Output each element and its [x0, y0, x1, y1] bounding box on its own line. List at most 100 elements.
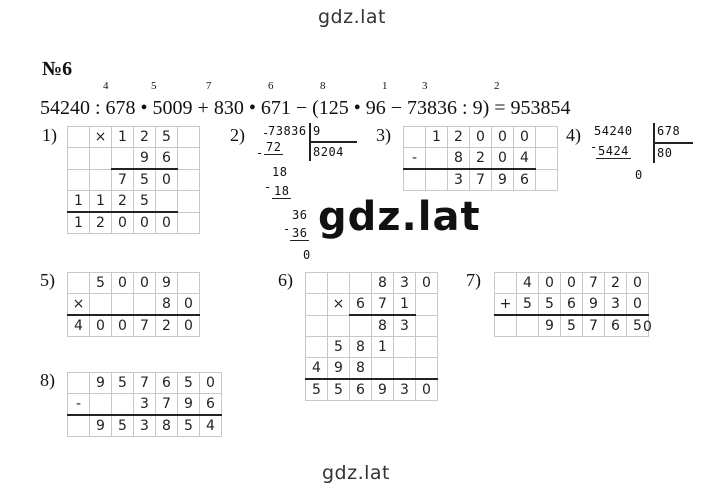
- divisor-underline: [309, 141, 357, 143]
- grid-cell: [89, 168, 112, 191]
- grid-cell: [535, 147, 558, 170]
- grid-cell: 7: [469, 168, 492, 191]
- grid-cell: 0: [111, 272, 134, 294]
- grid-cell: 7: [582, 314, 605, 337]
- order-mark: 1: [382, 80, 388, 92]
- grid-cell: 3: [604, 293, 627, 316]
- grid-cell: 8: [349, 357, 372, 380]
- op-sign: -: [67, 393, 90, 416]
- grid-cell: 6: [604, 314, 627, 337]
- grid-cell: 8: [155, 414, 178, 437]
- grid-cell: 5: [111, 372, 134, 394]
- op-sign: ×: [67, 293, 90, 316]
- grid-cell: [425, 168, 448, 191]
- grid-cell: [177, 147, 200, 170]
- minus-sign: -: [283, 222, 291, 236]
- divisor: 678: [657, 124, 681, 138]
- grid-cell: 5: [89, 272, 112, 294]
- grid-cell: 1: [371, 336, 394, 358]
- grid-cell: 0: [560, 272, 583, 294]
- partial-product: 36: [290, 226, 310, 241]
- op-sign: +: [494, 293, 517, 316]
- grid-cell: 4: [516, 272, 539, 294]
- grid-cell: 5: [177, 414, 200, 437]
- grid-cell: [177, 126, 200, 148]
- grid-cell: 5: [516, 293, 539, 316]
- step-label-3: 3): [376, 125, 391, 145]
- grid-cell: 1: [393, 293, 416, 316]
- grid-cell: 9: [538, 314, 561, 337]
- grid-cell: 2: [133, 126, 156, 148]
- grid-cell: 0: [491, 147, 514, 170]
- grid-cell: 7: [133, 372, 156, 394]
- grid-cell: [305, 272, 328, 294]
- grid-cell: 5: [327, 336, 350, 358]
- grid-cell: 9: [133, 147, 156, 170]
- grid-cell: [177, 272, 200, 294]
- grid-cell: 7: [371, 293, 394, 316]
- order-mark: 6: [268, 80, 274, 92]
- grid-cell: 9: [371, 378, 394, 401]
- grid-cell: 6: [560, 293, 583, 316]
- grid-cell: 0: [538, 272, 561, 294]
- quotient: 80: [657, 146, 673, 160]
- step-label-2: 2): [230, 125, 245, 145]
- grid-cell: 0: [111, 211, 134, 234]
- grid-cell: [516, 314, 539, 337]
- grid-cell: 5: [327, 378, 350, 401]
- grid-cell: 6: [155, 372, 178, 394]
- watermark-middle: gdz.lat: [318, 194, 481, 240]
- order-mark: 4: [103, 80, 109, 92]
- grid-cell: 4: [513, 147, 536, 170]
- grid-cell: [305, 293, 328, 316]
- grid-cell: 9: [491, 168, 514, 191]
- grid-cell: 0: [415, 272, 438, 294]
- grid-cell: 0: [415, 378, 438, 401]
- grid-cell: 0: [155, 168, 178, 191]
- grid-cell: [67, 372, 90, 394]
- grid-cell: 8: [447, 147, 470, 170]
- grid-cell-overflow: 0: [643, 319, 652, 335]
- grid-cell: 0: [469, 126, 492, 148]
- grid-cell: 0: [199, 372, 222, 394]
- divisor-underline: [653, 142, 693, 144]
- grid-cell: 3: [133, 414, 156, 437]
- expression: 54240 : 678 • 5009 + 830 • 671 − (125 • …: [40, 97, 571, 119]
- grid-cell: 7: [155, 393, 178, 416]
- grid-cell: [111, 393, 134, 416]
- grid-cell: 0: [513, 126, 536, 148]
- partial-remainder: 36: [292, 208, 308, 222]
- order-mark: 8: [320, 80, 326, 92]
- grid-cell: 0: [155, 211, 178, 234]
- grid-cell: [177, 190, 200, 213]
- remainder: 0: [635, 168, 643, 182]
- grid-cell: 8: [349, 336, 372, 358]
- partial-product: 18: [272, 184, 292, 199]
- grid-cell: 4: [305, 357, 328, 380]
- grid-cell: [403, 168, 426, 191]
- grid-cell: [89, 147, 112, 170]
- partial-remainder: 18: [272, 165, 288, 179]
- grid-cell: 1: [425, 126, 448, 148]
- problem-number: №6: [42, 58, 73, 80]
- op-sign: ×: [89, 126, 112, 148]
- grid-cell: [425, 147, 448, 170]
- grid-cell: [111, 293, 134, 316]
- minus-sign: -: [256, 146, 264, 160]
- grid-cell: [415, 293, 438, 316]
- grid-cell: 6: [349, 378, 372, 401]
- grid-cell: [133, 293, 156, 316]
- grid-cell: 2: [111, 190, 134, 213]
- partial-product: 72: [264, 140, 284, 155]
- grid-cell: 5: [155, 126, 178, 148]
- grid-cell: 5: [538, 293, 561, 316]
- grid-cell: [67, 168, 90, 191]
- grid-cell: 9: [155, 272, 178, 294]
- grid-cell: 5: [305, 378, 328, 401]
- grid-cell: [393, 357, 416, 380]
- dividend: 73836: [268, 124, 307, 138]
- grid-cell: 3: [393, 314, 416, 337]
